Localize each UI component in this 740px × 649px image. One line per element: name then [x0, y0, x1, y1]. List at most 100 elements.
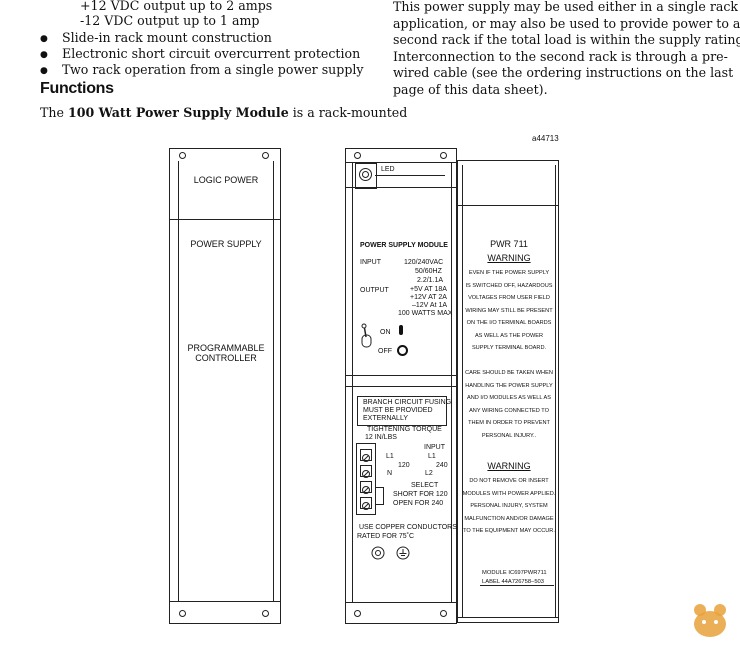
spec-line-12v: +12 VDC output up to 2 amps [80, 0, 273, 13]
model-label: PWR 711 [490, 239, 528, 249]
warning1-line: VOLTAGES FROM USER FIELD [468, 295, 550, 301]
terminal-screw[interactable] [360, 449, 372, 462]
spec-line-neg12v: -12 VDC output up to 1 amp [80, 13, 260, 28]
warning1-line: PERSONAL INJURY.. [481, 432, 537, 439]
output-watts: 100 WATTS MAX [398, 310, 453, 317]
left-panel-bottom-divider [170, 601, 280, 602]
led-label: LED [381, 166, 395, 173]
torque-line: 12 IN/LBS [365, 434, 397, 441]
input-current: 2.2/1.1A [417, 277, 444, 284]
warning1-line: ANY WIRING CONNECTED TO [469, 407, 549, 414]
select-line: OPEN FOR 240 [393, 500, 444, 507]
terminal-screw[interactable] [360, 481, 372, 494]
fusing-box [357, 396, 447, 426]
warning1-line: EVEN IF THE POWER SUPPLY [468, 270, 550, 276]
warning1-line: WIRING MAY STILL BE PRESENT [465, 307, 553, 314]
para-suffix: is a rack-mounted [288, 105, 408, 120]
bullet-short-circuit: Electronic short circuit overcurrent pro… [40, 46, 360, 63]
input-voltage: 120/240VAC [404, 259, 444, 266]
output-12v: +12V AT 2A [410, 294, 447, 301]
left-panel-rails [178, 161, 274, 601]
terminal-screw[interactable] [360, 497, 372, 510]
l1-left: L1 [386, 453, 394, 460]
right-line: Interconnection to the second rack is th… [393, 48, 728, 64]
warning1-line: CARE SHOULD BE TAKEN WHEN [465, 370, 553, 376]
mount-hole [440, 610, 447, 617]
warning1-line: AS WELL AS THE POWER [474, 332, 544, 339]
logic-power-label: LOGIC POWER [193, 175, 259, 185]
mount-hole [354, 610, 361, 617]
output-neg12v: –12V At 1A [412, 302, 448, 309]
warning1-line: IS SWITCHED OFF, HAZARDOUS [465, 282, 553, 289]
left-panel-divider [170, 219, 280, 220]
fuse-symbol-icon [371, 546, 385, 560]
fusing-line: EXTERNALLY [363, 415, 408, 422]
warning1-text: EVEN IF THE POWER SUPPLY IS SWITCHED OFF… [458, 267, 560, 442]
right-line: application, or may also be used to prov… [393, 15, 740, 31]
door-inner-frame [462, 165, 556, 617]
l2-right: L2 [425, 470, 433, 477]
warning1-line: HANDLING THE POWER SUPPLY [465, 382, 553, 389]
warning1-line: THEM IN ORDER TO PREVENT [468, 420, 550, 426]
mount-hole [262, 152, 269, 159]
output-label: OUTPUT [360, 287, 389, 294]
power-supply-label: POWER SUPPLY [190, 239, 262, 249]
bullet-two-rack: Two rack operation from a single power s… [40, 62, 364, 79]
right-line: page of this data sheet). [393, 81, 548, 97]
terminal-screw[interactable] [360, 465, 372, 478]
functions-paragraph: The 100 Watt Power Supply Module is a ra… [40, 105, 407, 122]
right-line: second rack if the total load is within … [393, 32, 740, 48]
right-panel: PWR 711 WARNING EVEN IF THE POWER SUPPLY… [457, 160, 559, 623]
select-line: SELECT [411, 482, 439, 489]
watermark-logo-icon [694, 604, 726, 637]
bullet-slide-in: Slide-in rack mount construction [40, 30, 272, 47]
left-panel: LOGIC POWER POWER SUPPLY PROGRAMMABLE CO… [169, 148, 281, 624]
off-label: OFF [378, 348, 392, 355]
copper-line: RATED FOR 75˚C [357, 533, 415, 540]
warning2-text: DO NOT REMOVE OR INSERT MODULES WITH POW… [458, 475, 560, 538]
v120-label: 120 [398, 462, 410, 469]
v240-label: 240 [436, 462, 448, 469]
right-line: wired cable (see the ordering instructio… [393, 65, 734, 81]
para-prefix: The [40, 105, 68, 120]
warning2-line: MODULES WITH POWER APPLIED. [462, 490, 556, 497]
right-paragraph: This power supply may be used either in … [393, 0, 740, 99]
warning2-line: PERSONAL INJURY, SYSTEM [470, 503, 548, 509]
section-heading: Functions [40, 80, 114, 97]
l1-right: L1 [428, 453, 436, 460]
warning1-line: SUPPLY TERMINAL BOARD. [471, 345, 547, 351]
mount-hole [440, 152, 447, 159]
fusing-line: MUST BE PROVIDED [363, 407, 433, 414]
input-label: INPUT [360, 259, 381, 266]
input-small-label: INPUT [424, 444, 445, 451]
mount-hole [179, 152, 186, 159]
warning1-label: WARNING [487, 253, 531, 263]
power-toggle-switch[interactable] [359, 323, 375, 349]
ground-symbol-icon [396, 546, 410, 560]
module-title: POWER SUPPLY MODULE [360, 242, 448, 249]
middle-panel-rails [352, 162, 452, 602]
torque-line: TIGHTENING TORQUE [367, 426, 442, 433]
module-number: MODULE IC697PWR711 [482, 570, 547, 576]
warning1-line: AND I/O MODULES AS WELL AS [466, 395, 552, 401]
output-5v: +5V AT 18A [410, 286, 447, 293]
mount-hole [354, 152, 361, 159]
fusing-line: BRANCH CIRCUIT FUSING [363, 399, 452, 406]
led-indicator [359, 168, 372, 181]
warning2-line: DO NOT REMOVE OR INSERT [469, 478, 549, 484]
n-left: N [387, 470, 393, 477]
led-window [355, 163, 377, 189]
warning1-line [458, 355, 560, 368]
on-indicator [399, 325, 403, 335]
para-bold: 100 Watt Power Supply Module [67, 105, 289, 120]
door-top-bar [458, 161, 558, 206]
controller-label: CONTROLLER [195, 353, 257, 363]
figure-id: a44713 [532, 134, 559, 143]
warning2-line: MALFUNCTION AND/OR DAMAGE [464, 515, 554, 522]
programmable-label: PROGRAMMABLE [187, 343, 265, 353]
label-number: LABEL 44A726758–503 [482, 579, 544, 585]
off-indicator [397, 345, 408, 356]
on-label: ON [380, 329, 391, 336]
warning2-label: WARNING [487, 461, 531, 471]
copper-line: USE COPPER CONDUCTORS [359, 524, 457, 531]
